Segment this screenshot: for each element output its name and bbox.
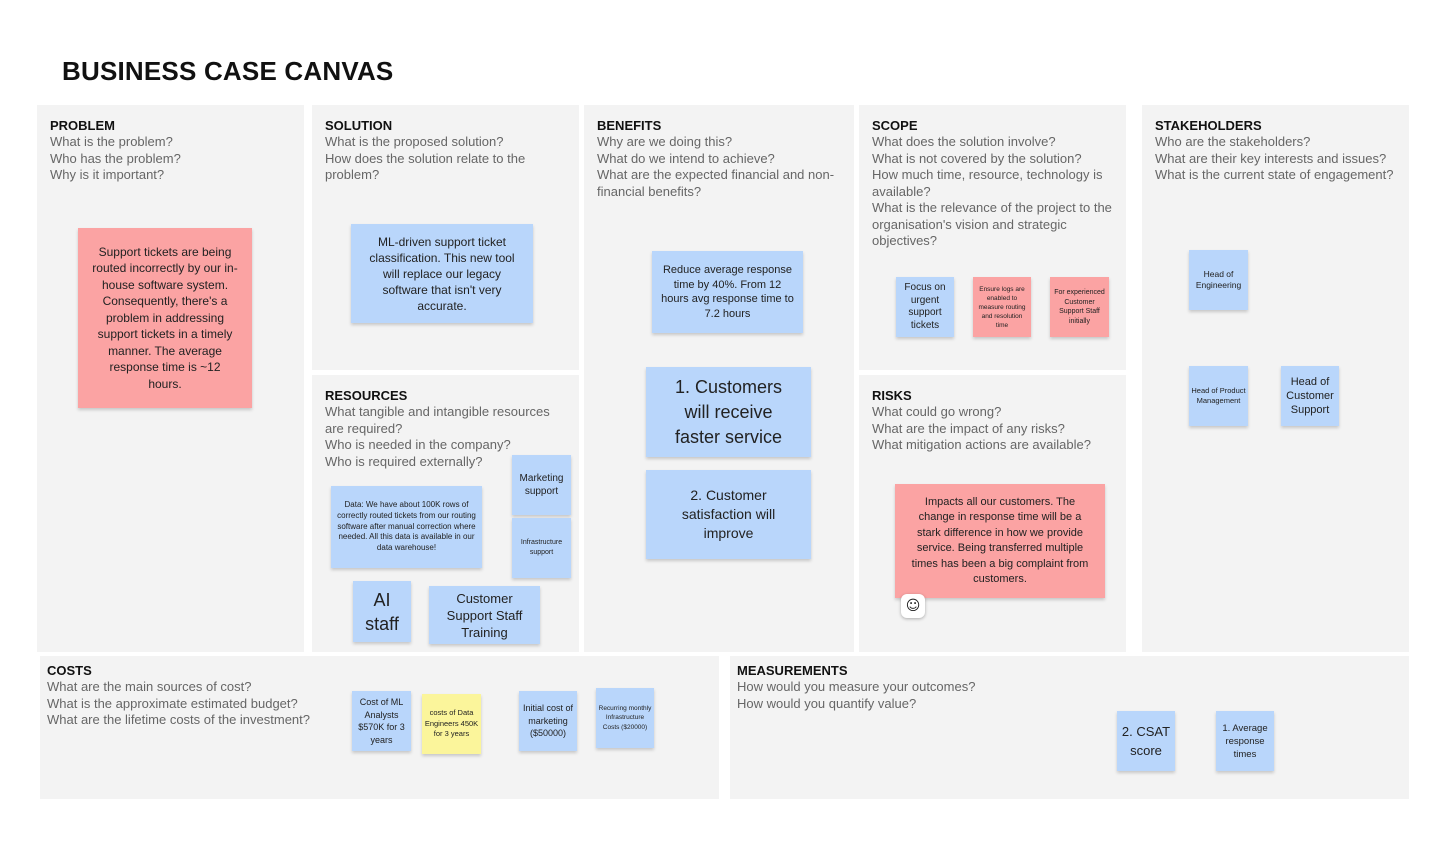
note-text: ML-driven support ticket classification.… [369, 234, 515, 313]
measurements-title: MEASUREMENTS [737, 663, 848, 678]
note-text: For experienced Customer Support Staff i… [1054, 289, 1105, 325]
note-text: Customer Support Staff Training [446, 590, 523, 640]
sticky-note-scope-logs[interactable]: Ensure logs are enabled to measure routi… [973, 277, 1031, 337]
sticky-note-head-support[interactable]: Head of Customer Support [1281, 366, 1339, 426]
scope-title: SCOPE [872, 118, 918, 133]
note-text: AI staff [365, 589, 399, 634]
sticky-note-scope-experienced[interactable]: For experienced Customer Support Staff i… [1050, 277, 1109, 337]
problem-questions: What is the problem? Who has the problem… [50, 134, 181, 182]
note-text: Marketing support [519, 473, 564, 497]
note-text: Data: We have about 100K rows of correct… [337, 500, 476, 553]
note-text: Initial cost of marketing ($50000) [522, 703, 574, 739]
measurements-questions: How would you measure your outcomes? How… [737, 679, 976, 711]
stakeholders-panel: STAKEHOLDERS Who are the stakeholders? W… [1142, 105, 1409, 652]
sticky-note-benefits-satisfaction[interactable]: 2. Customer satisfaction will improve [646, 470, 811, 559]
sticky-note-csat[interactable]: 2. CSAT score [1117, 711, 1175, 771]
note-text: Support tickets are being routed incorre… [92, 244, 238, 391]
scope-questions: What does the solution involve? What is … [872, 134, 1112, 248]
sticky-note-marketing-support[interactable]: Marketing support [512, 455, 571, 515]
sticky-note-solution[interactable]: ML-driven support ticket classification.… [351, 224, 533, 323]
sticky-note-risks[interactable]: Impacts all our customers. The change in… [895, 484, 1105, 598]
note-text: costs of Data Engineers 450K for 3 years [424, 708, 479, 739]
sticky-note-cost-marketing[interactable]: Initial cost of marketing ($50000) [519, 691, 577, 751]
sticky-note-problem[interactable]: Support tickets are being routed incorre… [78, 228, 252, 408]
costs-title: COSTS [47, 663, 92, 678]
sticky-note-cost-data-engineers[interactable]: costs of Data Engineers 450K for 3 years [422, 694, 481, 754]
sticky-note-head-engineering[interactable]: Head of Engineering [1189, 250, 1248, 310]
sticky-note-training[interactable]: Customer Support Staff Training [429, 586, 540, 644]
sticky-note-benefits-reduce[interactable]: Reduce average response time by 40%. Fro… [652, 251, 803, 333]
sticky-note-head-product[interactable]: Head of Product Management [1189, 366, 1248, 426]
costs-questions: What are the main sources of cost? What … [47, 679, 311, 727]
add-reaction-icon[interactable]: ☺ [901, 594, 925, 618]
note-text: 2. Customer satisfaction will improve [681, 487, 776, 541]
note-text: Cost of ML Analysts $570K for 3 years [358, 697, 405, 745]
sticky-note-infrastructure-support[interactable]: Infrastructure support [512, 518, 571, 578]
sticky-note-cost-ml[interactable]: Cost of ML Analysts $570K for 3 years [352, 691, 411, 751]
benefits-title: BENEFITS [597, 118, 662, 133]
risks-title: RISKS [872, 388, 912, 403]
solution-questions: What is the proposed solution? How does … [325, 134, 526, 182]
note-text: 2. CSAT score [1121, 724, 1171, 758]
resources-title: RESOURCES [325, 388, 408, 403]
note-text: Head of Product Management [1191, 385, 1246, 406]
benefits-questions: Why are we doing this? What do we intend… [597, 134, 835, 199]
resources-questions: What tangible and intangible resources a… [325, 404, 550, 469]
sticky-note-data[interactable]: Data: We have about 100K rows of correct… [331, 486, 482, 568]
solution-title: SOLUTION [325, 118, 393, 133]
sticky-note-cost-infrastructure[interactable]: Recurring monthly Infrastructure Costs (… [596, 688, 654, 748]
note-text: 1. Average response times [1222, 722, 1268, 760]
measurements-panel: MEASUREMENTS How would you measure your … [730, 656, 1409, 799]
note-text: Recurring monthly Infrastructure Costs (… [598, 704, 652, 731]
sticky-note-ai-staff[interactable]: AI staff [353, 581, 411, 642]
risks-questions: What could go wrong? What are the impact… [872, 404, 1091, 452]
stakeholders-title: STAKEHOLDERS [1155, 118, 1262, 133]
note-text: Ensure logs are enabled to measure routi… [978, 285, 1026, 329]
note-text: 1. Customers will receive faster service [674, 376, 783, 447]
page-title: BUSINESS CASE CANVAS [62, 56, 394, 86]
stakeholders-questions: Who are the stakeholders? What are their… [1155, 134, 1394, 182]
note-text: Impacts all our customers. The change in… [911, 495, 1089, 586]
sticky-note-benefits-customers[interactable]: 1. Customers will receive faster service [646, 367, 811, 457]
note-text: Infrastructure support [520, 539, 563, 556]
note-text: Reduce average response time by 40%. Fro… [661, 264, 794, 320]
sticky-note-scope-focus[interactable]: Focus on urgent support tickets [896, 277, 954, 337]
note-text: Head of Customer Support [1286, 376, 1334, 416]
sticky-note-response-times[interactable]: 1. Average response times [1216, 711, 1274, 771]
note-text: Head of Engineering [1195, 268, 1242, 291]
note-text: Focus on urgent support tickets [904, 282, 946, 331]
problem-title: PROBLEM [50, 118, 115, 133]
